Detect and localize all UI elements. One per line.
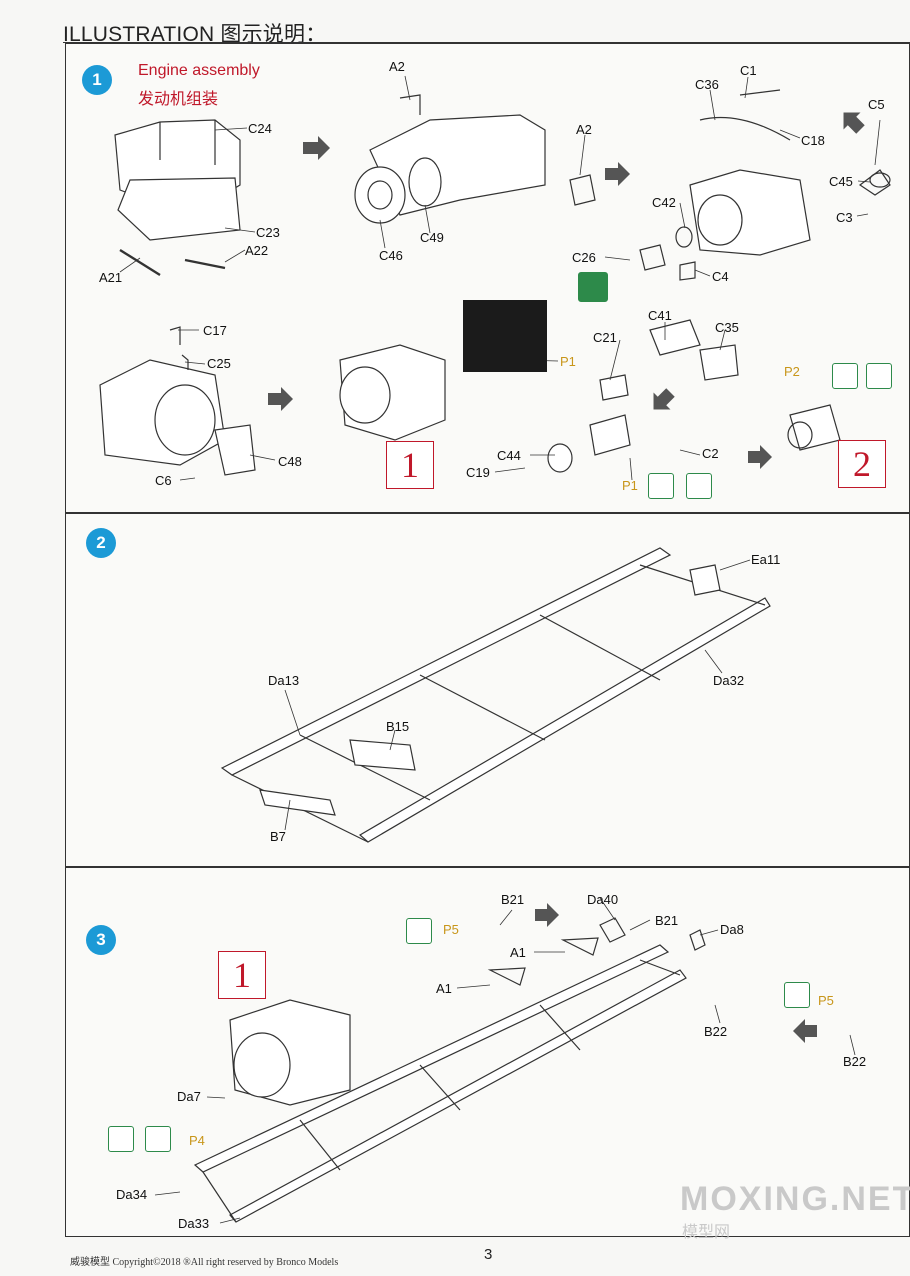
engine-assembly-e <box>339 344 446 441</box>
cement-icon <box>578 272 608 302</box>
flow-arrows <box>268 112 865 1043</box>
paint-brush-icon <box>866 363 892 389</box>
paint-brush-icon <box>686 473 712 499</box>
page-number: 3 <box>484 1246 493 1263</box>
label-C36: C36 <box>695 77 719 92</box>
label-Da40: Da40 <box>587 892 619 907</box>
label-A1: A1 <box>510 945 526 960</box>
paint-brush-icon <box>784 982 810 1008</box>
paint-brush-icon <box>406 918 432 944</box>
label-C1: C1 <box>740 63 757 78</box>
step-2-badge: 2 <box>86 528 116 558</box>
label-Da7: Da7 <box>177 1089 201 1104</box>
transmission-drawing <box>354 94 596 224</box>
label-C19: C19 <box>466 465 490 480</box>
label-Da8: Da8 <box>720 922 744 937</box>
paint-brush-icon <box>145 1126 171 1152</box>
step-1-title-cn: 发动机组装 <box>138 91 219 108</box>
label-C5: C5 <box>868 97 885 112</box>
label-C42: C42 <box>652 195 676 210</box>
label-P5: P5 <box>443 922 459 937</box>
step-1-badge: 1 <box>82 65 112 95</box>
label-C4: C4 <box>712 269 729 284</box>
label-A1: A1 <box>436 981 452 996</box>
chassis-frame-step3 <box>193 917 706 1223</box>
label-C41: C41 <box>648 308 672 323</box>
label-C35: C35 <box>715 320 739 335</box>
label-B22: B22 <box>843 1054 867 1069</box>
header-rule <box>63 42 910 43</box>
label-P1: P1 <box>560 354 576 369</box>
label-B22: B22 <box>704 1024 728 1039</box>
label-Da34: Da34 <box>116 1187 148 1202</box>
label-Ea11: Ea11 <box>751 552 781 567</box>
label-P5: P5 <box>818 993 834 1008</box>
label-B21: B21 <box>501 892 525 907</box>
label-C18: C18 <box>801 133 825 148</box>
paint-down-icon <box>648 473 674 499</box>
label-C44: C44 <box>497 448 521 463</box>
label-C2: C2 <box>702 446 719 461</box>
step-1-title-en: Engine assembly <box>138 62 260 79</box>
watermark-sub: 模型网 <box>682 1224 731 1241</box>
paint-down-icon <box>108 1126 134 1152</box>
ref-box-2: 2 <box>838 440 886 488</box>
chassis-frame-step2 <box>220 547 771 843</box>
label-Da13: Da13 <box>268 673 300 688</box>
label-P1: P1 <box>622 478 638 493</box>
label-A2: A2 <box>576 122 592 137</box>
label-C21: C21 <box>593 330 617 345</box>
engine-photo <box>463 300 547 372</box>
watermark: MOXING.NET <box>680 1180 910 1218</box>
label-Da33: Da33 <box>178 1216 210 1231</box>
label-A2: A2 <box>389 59 405 74</box>
label-P2: P2 <box>784 364 800 379</box>
leader-lines <box>119 75 881 1224</box>
step-3-badge: 3 <box>86 925 116 955</box>
label-C3: C3 <box>836 210 853 225</box>
step-2-panel <box>65 513 910 867</box>
label-C25: C25 <box>207 356 231 371</box>
label-A21: A21 <box>99 270 123 285</box>
label-C17: C17 <box>203 323 227 338</box>
ref-box-3: 1 <box>218 951 266 999</box>
label-C45: C45 <box>829 174 853 189</box>
label-B21: B21 <box>655 913 679 928</box>
label-C26: C26 <box>572 250 596 265</box>
engine-assembly-c <box>639 89 891 281</box>
label-C6: C6 <box>155 473 172 488</box>
housing-drawing <box>114 119 241 277</box>
label-C24: C24 <box>248 121 272 136</box>
label-C46: C46 <box>379 248 403 263</box>
page-header: ILLUSTRATION 图示说明： <box>63 23 327 46</box>
label-C49: C49 <box>420 230 444 245</box>
label-Da32: Da32 <box>713 673 745 688</box>
footer-copyright: 威骏模型 Copyright©2018 ®All right reserved … <box>70 1257 339 1268</box>
ref-box-1: 1 <box>386 441 434 489</box>
label-B7: B7 <box>270 829 286 844</box>
small-parts-drawing <box>547 319 841 473</box>
label-C23: C23 <box>256 225 280 240</box>
paint-down-icon <box>832 363 858 389</box>
label-B15: B15 <box>386 719 410 734</box>
label-P4: P4 <box>189 1133 205 1148</box>
label-C48: C48 <box>278 454 302 469</box>
engine-assembly-d <box>99 326 256 476</box>
label-A22: A22 <box>245 243 269 258</box>
